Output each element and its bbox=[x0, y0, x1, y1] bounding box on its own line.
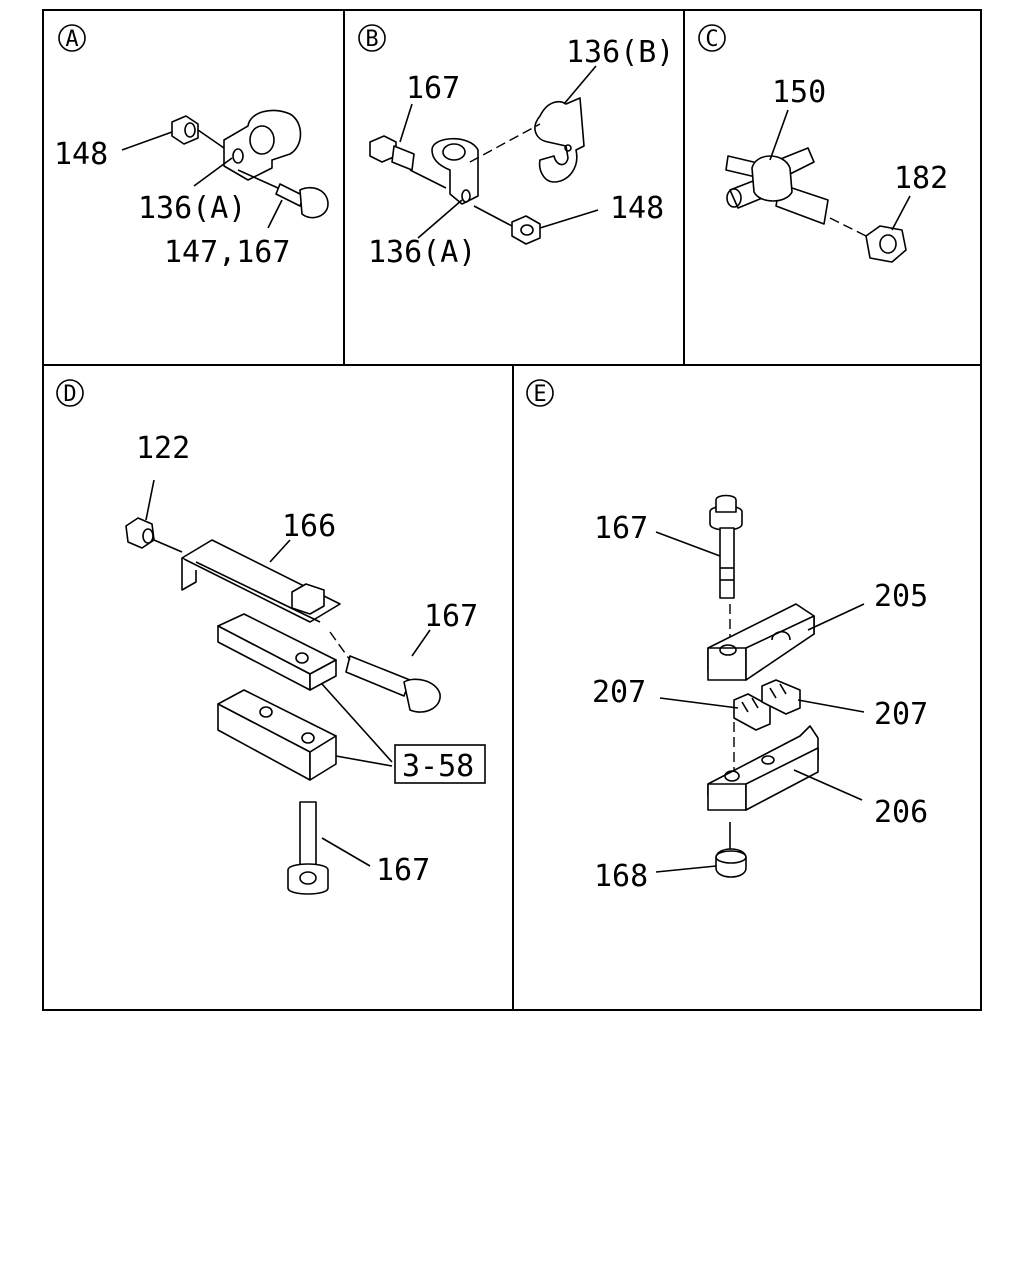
section-a: A 148 136(A) 147,167 bbox=[54, 24, 329, 270]
callout-207-left-e: 207 bbox=[592, 675, 646, 710]
callout-150-c: 150 bbox=[772, 75, 826, 110]
section-b-badge: B bbox=[358, 24, 386, 52]
callout-182-c: 182 bbox=[894, 161, 948, 196]
section-c: C 150 182 bbox=[698, 24, 948, 263]
callout-148-a: 148 bbox=[54, 137, 108, 172]
section-d-letter: D bbox=[63, 382, 76, 407]
clamp-136a-a bbox=[223, 109, 302, 181]
section-e-badge: E bbox=[526, 379, 554, 407]
section-c-letter: C bbox=[705, 27, 718, 52]
bracket-166-d bbox=[181, 539, 341, 623]
bolt-167-b bbox=[369, 135, 415, 171]
clamp-upper-d bbox=[217, 613, 337, 691]
callout-167-bottom-d: 167 bbox=[376, 853, 430, 888]
clamp-205-e bbox=[707, 603, 815, 681]
section-e: E bbox=[526, 379, 928, 894]
nut-182-c bbox=[865, 225, 907, 263]
callout-168-e: 168 bbox=[594, 859, 648, 894]
callout-167-b: 167 bbox=[406, 71, 460, 106]
callout-148-b: 148 bbox=[610, 191, 664, 226]
callout-205-e: 205 bbox=[874, 579, 928, 614]
callout-136a-b: 136(A) bbox=[368, 235, 476, 270]
ref-box-3-58 bbox=[394, 744, 486, 784]
section-d: D bbox=[56, 379, 486, 895]
callout-167-e: 167 bbox=[594, 511, 648, 546]
section-a-badge: A bbox=[58, 24, 86, 52]
callout-122-d: 122 bbox=[136, 431, 190, 466]
frame-grid bbox=[42, 9, 982, 1011]
bolt-147-167-a bbox=[275, 183, 329, 219]
callout-166-d: 166 bbox=[282, 509, 336, 544]
callout-147-167-a: 147,167 bbox=[164, 235, 290, 270]
clip-207-left-e bbox=[733, 693, 771, 731]
section-d-badge: D bbox=[56, 379, 84, 407]
nut-148-b bbox=[511, 215, 541, 245]
section-b-letter: B bbox=[365, 27, 378, 52]
section-a-letter: A bbox=[65, 27, 78, 52]
section-c-badge: C bbox=[698, 24, 726, 52]
nut-168-e bbox=[715, 848, 747, 878]
nut-122-d bbox=[125, 517, 155, 549]
bolt-167-e bbox=[709, 494, 743, 599]
clamp-136b-b bbox=[534, 97, 585, 183]
bolt-167-right-d bbox=[345, 655, 441, 713]
connector-150-c bbox=[725, 147, 829, 225]
callout-207-right-e: 207 bbox=[874, 697, 928, 732]
clamp-136a-b bbox=[431, 138, 479, 205]
section-e-letter: E bbox=[533, 382, 546, 407]
callout-136a-a: 136(A) bbox=[138, 191, 246, 226]
nut-148-a bbox=[171, 115, 199, 145]
clamp-lower-d bbox=[217, 689, 337, 781]
callout-206-e: 206 bbox=[874, 795, 928, 830]
callout-136b-b: 136(B) bbox=[566, 35, 674, 70]
callout-3-58-d: 3-58 bbox=[402, 749, 474, 784]
bolt-167-bottom-d bbox=[287, 801, 329, 895]
callout-167-right-d: 167 bbox=[424, 599, 478, 634]
bracket-206-e bbox=[707, 725, 819, 811]
section-b: B 167 136(B) 136(A) 148 bbox=[358, 24, 674, 270]
clip-207-right-e bbox=[761, 679, 801, 715]
